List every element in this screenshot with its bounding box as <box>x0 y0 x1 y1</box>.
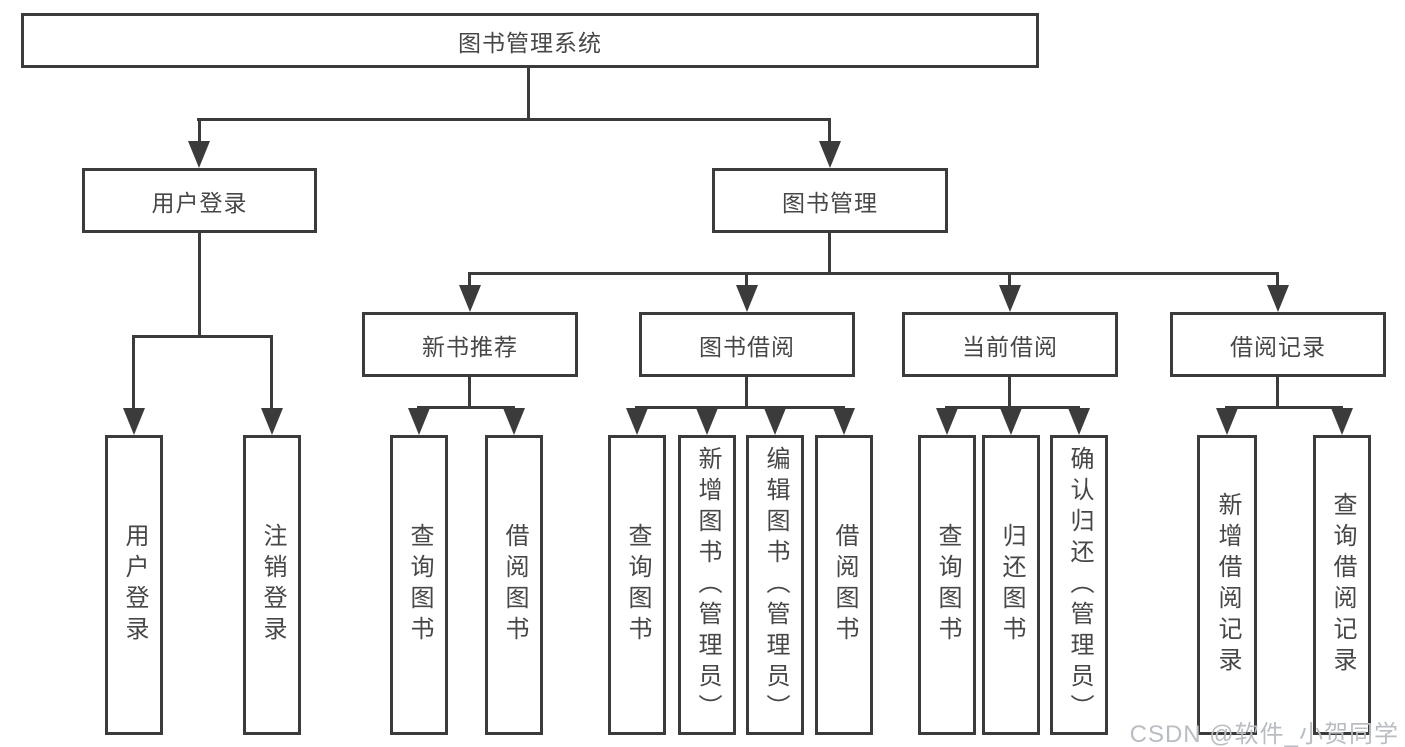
connector-drop-user-login <box>198 118 201 144</box>
node-br-add-record: 新增借阅记录 <box>1197 435 1257 735</box>
node-label: 查询图书 <box>934 523 961 647</box>
arrowhead-login <box>123 408 145 435</box>
node-label: 用户登录 <box>121 523 148 647</box>
node-label: 确认归还（管理员） <box>1066 445 1093 725</box>
connector-bb-stem <box>745 377 748 408</box>
node-label: 图书借阅 <box>699 333 795 360</box>
arrowhead-bb-borrow-book <box>833 408 855 435</box>
node-bb-query-book: 查询图书 <box>608 435 666 735</box>
node-nb-borrow-book: 借阅图书 <box>485 435 543 735</box>
arrowhead-cb-confirm-return <box>1068 408 1090 435</box>
node-bb-add-book: 新增图书（管理员） <box>678 435 736 735</box>
node-label: 新增图书（管理员） <box>694 445 721 725</box>
arrowhead-bb-edit-book <box>764 408 786 435</box>
connector-drop-login <box>132 335 135 409</box>
node-nb-query-book: 查询图书 <box>390 435 448 735</box>
node-label: 用户登录 <box>151 189 248 216</box>
node-label: 归还图书 <box>998 523 1025 647</box>
connector-drop-logout <box>270 335 273 409</box>
connector-root-stem <box>527 68 530 118</box>
node-bb-borrow-book: 借阅图书 <box>815 435 873 735</box>
node-borrow-records: 借阅记录 <box>1170 312 1386 377</box>
connector-drop-borrow-records <box>1276 272 1279 287</box>
connector-user-login-horizontal <box>132 335 273 338</box>
connector-br-horizontal <box>1225 406 1343 409</box>
node-label: 借阅记录 <box>1230 333 1326 360</box>
node-bb-edit-book: 编辑图书（管理员） <box>746 435 804 735</box>
node-logout: 注销登录 <box>243 435 301 735</box>
connector-drop-current-borrow <box>1008 272 1011 287</box>
connector-nb-stem <box>468 377 471 408</box>
node-label: 新书推荐 <box>422 333 518 360</box>
connector-br-stem <box>1276 377 1279 408</box>
node-cb-query-book: 查询图书 <box>918 435 976 735</box>
csdn-watermark: CSDN @软件_小贺同学 <box>1129 721 1399 747</box>
node-label: 借阅图书 <box>501 523 528 647</box>
node-label: 注销登录 <box>259 523 286 647</box>
node-label: 图书管理 <box>782 189 878 216</box>
node-label: 图书管理系统 <box>458 29 602 56</box>
arrowhead-new-book-recommend <box>459 285 481 312</box>
arrowhead-book-management <box>819 141 841 168</box>
connector-drop-new-book-recommend <box>468 272 471 287</box>
node-current-borrow: 当前借阅 <box>902 312 1118 377</box>
node-user-login: 用户登录 <box>82 168 317 233</box>
connector-cb-horizontal <box>945 406 1080 409</box>
node-root: 图书管理系统 <box>21 13 1039 68</box>
connector-drop-book-management <box>828 118 831 144</box>
node-label: 查询借阅记录 <box>1329 492 1356 678</box>
connector-book-management-stem <box>828 233 831 274</box>
arrowhead-book-borrow <box>736 285 758 312</box>
connector-nb-horizontal <box>417 406 515 409</box>
connector-bb-horizontal <box>635 406 845 409</box>
arrowhead-bb-add-book <box>696 408 718 435</box>
arrowhead-current-borrow <box>999 285 1021 312</box>
node-book-borrow: 图书借阅 <box>639 312 855 377</box>
node-br-query-record: 查询借阅记录 <box>1313 435 1371 735</box>
arrowhead-cb-query-book <box>936 408 958 435</box>
node-login: 用户登录 <box>105 435 163 735</box>
arrowhead-br-query-record <box>1331 408 1353 435</box>
node-label: 查询图书 <box>406 523 433 647</box>
node-new-book-recommend: 新书推荐 <box>362 312 578 377</box>
arrowhead-nb-query-book <box>408 408 430 435</box>
connector-drop-book-borrow <box>745 272 748 287</box>
connector-cb-stem <box>1008 377 1011 408</box>
node-label: 查询图书 <box>624 523 651 647</box>
arrowhead-logout <box>261 408 283 435</box>
arrowhead-cb-return-book <box>1000 408 1022 435</box>
arrowhead-bb-query-book <box>626 408 648 435</box>
node-label: 编辑图书（管理员） <box>762 445 789 725</box>
node-cb-return-book: 归还图书 <box>982 435 1040 735</box>
node-label: 当前借阅 <box>962 333 1058 360</box>
node-label: 新增借阅记录 <box>1214 492 1241 678</box>
node-cb-confirm-return: 确认归还（管理员） <box>1050 435 1108 735</box>
arrowhead-user-login <box>188 141 210 168</box>
connector-root-horizontal <box>197 118 831 121</box>
arrowhead-borrow-records <box>1267 285 1289 312</box>
connector-level3-horizontal <box>468 272 1279 275</box>
connector-user-login-stem <box>198 233 201 337</box>
node-label: 借阅图书 <box>831 523 858 647</box>
arrowhead-nb-borrow-book <box>503 408 525 435</box>
node-book-management: 图书管理 <box>712 168 948 233</box>
arrowhead-br-add-record <box>1216 408 1238 435</box>
